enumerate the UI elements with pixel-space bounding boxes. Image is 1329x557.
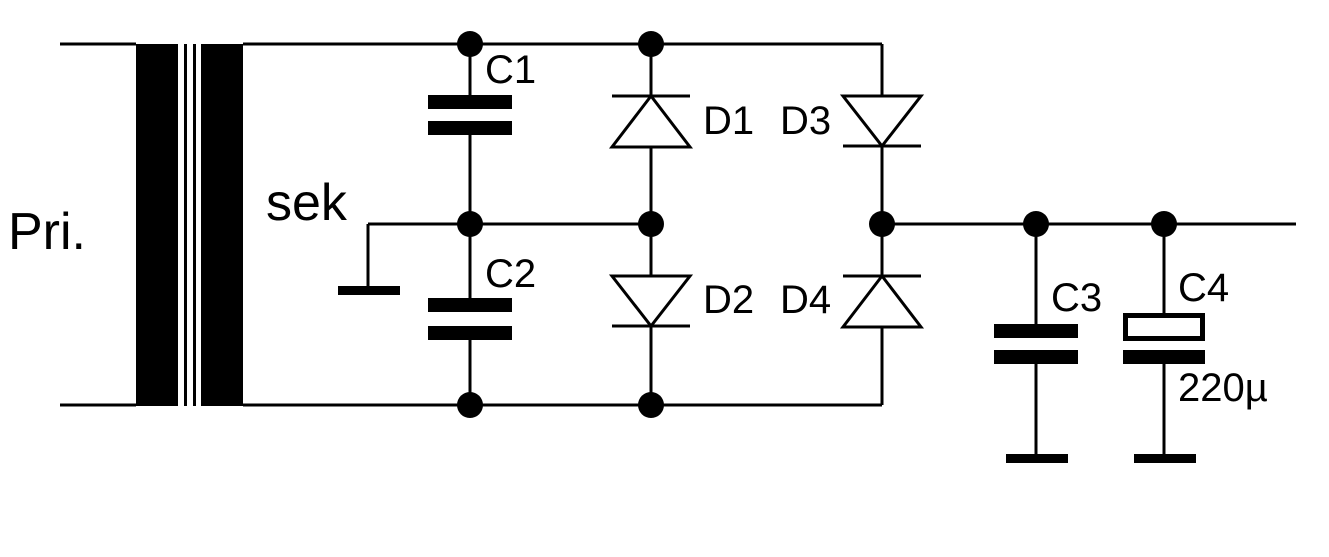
diode-d1 — [608, 93, 694, 149]
c1-plate-top — [428, 95, 512, 109]
diode-d4 — [839, 273, 925, 329]
c3-plate-bottom — [994, 350, 1078, 364]
c4-plate-negative — [1123, 350, 1205, 364]
core-line-right — [193, 44, 196, 406]
ground-symbol-c4 — [1134, 454, 1196, 463]
core-line-left — [184, 44, 187, 406]
capacitor-c2 — [428, 298, 512, 340]
d4-triangle — [839, 273, 925, 329]
c3-label: C3 — [1051, 276, 1102, 320]
c4-label: C4 — [1178, 266, 1229, 310]
ground-symbols — [338, 286, 1196, 463]
secondary-label: sek — [266, 174, 348, 232]
junction-dot — [457, 31, 483, 57]
primary-label: Pri. — [8, 203, 86, 261]
junction-dot — [638, 211, 664, 237]
c4-value-label: 220µ — [1178, 366, 1268, 410]
d2-label: D2 — [703, 278, 754, 322]
d1-label: D1 — [703, 99, 754, 143]
c3-plate-top — [994, 324, 1078, 338]
labels: Pri. sek C1 C2 C3 C4 220µ D1 D2 D3 D4 — [8, 48, 1268, 410]
c2-label: C2 — [485, 252, 536, 296]
d3-label: D3 — [780, 99, 831, 143]
junction-dot — [1151, 211, 1177, 237]
c2-plate-bottom — [428, 326, 512, 340]
ground-symbol-c3 — [1006, 454, 1068, 463]
transformer — [60, 42, 243, 407]
primary-winding-bar — [136, 44, 178, 406]
d1-triangle — [608, 93, 694, 149]
junction-dot — [638, 392, 664, 418]
d4-label: D4 — [780, 278, 831, 322]
junction-dot — [638, 31, 664, 57]
d3-triangle — [839, 94, 925, 149]
d2-triangle — [608, 274, 694, 329]
wiring — [243, 42, 1296, 458]
c1-label: C1 — [485, 48, 536, 92]
junction-dot — [457, 392, 483, 418]
junction-dots — [457, 31, 1177, 418]
secondary-winding-bar — [201, 44, 243, 406]
diode-d3 — [839, 94, 925, 149]
c4-plate-positive — [1123, 313, 1205, 341]
junction-dot — [1023, 211, 1049, 237]
junction-dot — [457, 211, 483, 237]
junction-dot — [869, 211, 895, 237]
electrolytic-capacitor-c4 — [1123, 313, 1205, 364]
c1-plate-bottom — [428, 121, 512, 135]
ground-symbol-center — [338, 286, 400, 295]
capacitor-c3 — [994, 324, 1078, 364]
capacitor-c1 — [428, 95, 512, 135]
c2-plate-top — [428, 298, 512, 312]
diode-d2 — [608, 274, 694, 329]
